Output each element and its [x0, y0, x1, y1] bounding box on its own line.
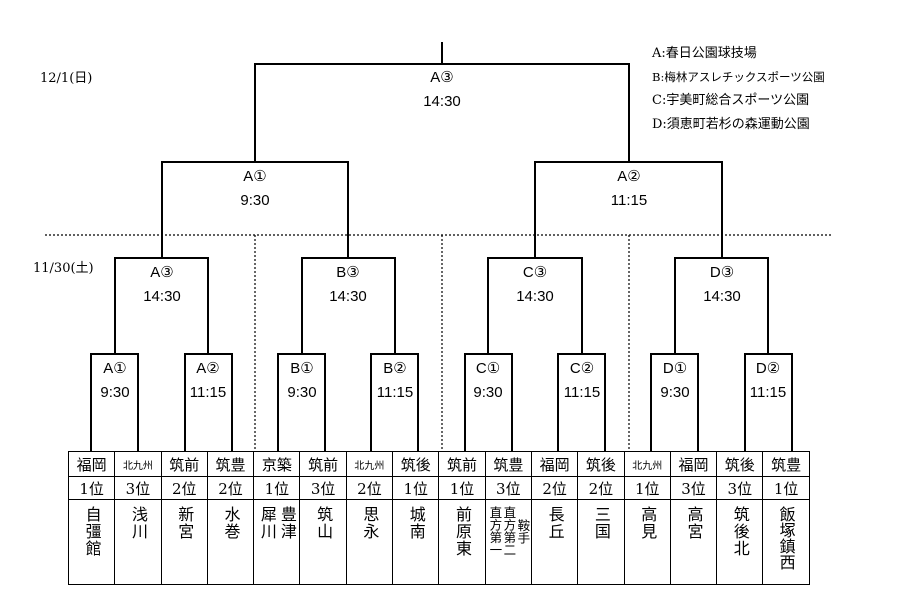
team-name: 高宮: [684, 506, 704, 540]
prefecture-row: 福岡 北九州 筑前 筑豊 京築 筑前 北九州 筑後 筑前 筑豊 福岡 筑後 北九…: [67, 451, 810, 477]
quarter-4-code: D③: [710, 264, 734, 281]
team-pref: 京築: [253, 451, 301, 477]
team-rank: 1位: [253, 476, 301, 500]
first-5-code: C①: [476, 360, 500, 377]
quarter-3-code: C③: [523, 264, 547, 281]
separator-lines: [45, 234, 832, 451]
team-rank: 2位: [345, 476, 394, 500]
match-labels: A③ 14:30 A① 9:30 A② 11:15 A③ 14:30 B③ 14…: [100, 69, 786, 401]
team-rank: 1位: [623, 476, 671, 500]
teams-table: 福岡 北九州 筑前 筑豊 京築 筑前 北九州 筑後 筑前 筑豊 福岡 筑後 北九…: [67, 451, 810, 585]
first-4-code: B②: [383, 360, 406, 377]
team-pref: 福岡: [67, 451, 116, 477]
team-name: 自彊館: [82, 506, 102, 557]
venue-c: C:宇美町総合スポーツ公園: [652, 93, 810, 108]
first-7-code: D①: [663, 360, 687, 377]
team-rank: 1位: [762, 476, 810, 500]
final-time: 14:30: [423, 93, 461, 110]
team-name: 長丘: [545, 506, 565, 540]
team-pref: 北九州: [623, 451, 671, 477]
first-2-time: 11:15: [190, 384, 226, 401]
team-rank: 2位: [160, 476, 208, 500]
semi-1-code: A①: [243, 168, 266, 185]
team-name: 城南: [406, 506, 426, 540]
team-name: 豊津 犀川: [257, 506, 297, 540]
team-rank: 3位: [299, 476, 347, 500]
venue-b: B:梅林アスレチックスポーツ公園: [652, 69, 825, 84]
rank-row: 1位 3位 2位 2位 1位 3位 2位 1位 1位 3位 2位 2位 1位 3…: [67, 476, 810, 500]
quarter-2-time: 14:30: [329, 288, 367, 305]
quarter-4-time: 14:30: [703, 288, 741, 305]
team-name: 鞍手 直方第二 直方第一: [487, 506, 531, 556]
team-name: 水巻: [221, 506, 241, 540]
team-pref: 筑前: [299, 451, 347, 477]
final-day-date: 12/1(日): [40, 71, 92, 86]
team-pref: 北九州: [345, 451, 394, 477]
team-pref: 筑前: [438, 451, 486, 477]
team-rank: 2位: [577, 476, 625, 500]
team-rank: 1位: [67, 476, 116, 500]
team-pref: 筑前: [160, 451, 208, 477]
team-pref: 福岡: [669, 451, 718, 477]
first-8-time: 11:15: [750, 384, 786, 401]
team-pref: 筑後: [392, 451, 440, 477]
first-day-date: 11/30(土): [33, 261, 94, 276]
team-rank: 3位: [669, 476, 718, 500]
team-rank: 3位: [484, 476, 532, 500]
first-5-time: 9:30: [473, 384, 502, 401]
first-1-code: A①: [103, 360, 126, 377]
first-7-time: 9:30: [660, 384, 689, 401]
first-6-code: C②: [570, 360, 594, 377]
venue-a: A:春日公園球技場: [652, 46, 757, 61]
quarter-1-time: 14:30: [143, 288, 181, 305]
venue-d: D:須恵町若杉の森運動公園: [652, 116, 810, 132]
first-4-time: 11:15: [377, 384, 413, 401]
team-name: 浅川: [128, 506, 148, 540]
team-pref: 筑豊: [484, 451, 532, 477]
final-code: A③: [430, 69, 453, 86]
team-rank: 2位: [530, 476, 579, 500]
team-name: 筑後北: [730, 506, 750, 557]
team-pref: 筑豊: [762, 451, 810, 477]
team-pref: 筑後: [577, 451, 625, 477]
venue-legend: A:春日公園球技場 B:梅林アスレチックスポーツ公園 C:宇美町総合スポーツ公園…: [652, 42, 825, 136]
quarter-3-time: 14:30: [516, 288, 554, 305]
team-pref: 筑豊: [206, 451, 255, 477]
team-name: 飯塚鎮西: [776, 506, 796, 570]
team-name: 高見: [638, 506, 658, 540]
bracket-lines: [90, 42, 793, 451]
semi-2-time: 11:15: [611, 192, 647, 209]
name-row: 自彊館 浅川 新宮 水巻 豊津 犀川 筑山 思永 城南 前原東 鞍手 直方第二 …: [67, 499, 810, 585]
team-name: 前原東: [453, 506, 473, 557]
team-rank: 1位: [438, 476, 486, 500]
team-pref: 筑後: [716, 451, 764, 477]
first-6-time: 11:15: [564, 384, 600, 401]
quarter-1-code: A③: [150, 264, 173, 281]
team-rank: 3位: [114, 476, 162, 500]
team-name: 新宮: [175, 506, 195, 540]
semi-1-time: 9:30: [240, 192, 269, 209]
first-3-time: 9:30: [287, 384, 316, 401]
first-2-code: A②: [196, 360, 219, 377]
team-name: 三国: [591, 506, 611, 540]
team-pref: 福岡: [530, 451, 579, 477]
team-rank: 2位: [206, 476, 255, 500]
team-name: 筑山: [314, 506, 334, 540]
team-rank: 3位: [716, 476, 764, 500]
first-8-code: D②: [756, 360, 780, 377]
first-3-code: B①: [290, 360, 313, 377]
first-1-time: 9:30: [100, 384, 129, 401]
team-rank: 1位: [392, 476, 440, 500]
semi-2-code: A②: [617, 168, 640, 185]
team-name: 思永: [360, 506, 380, 540]
team-pref: 北九州: [114, 451, 162, 477]
quarter-2-code: B③: [336, 264, 359, 281]
